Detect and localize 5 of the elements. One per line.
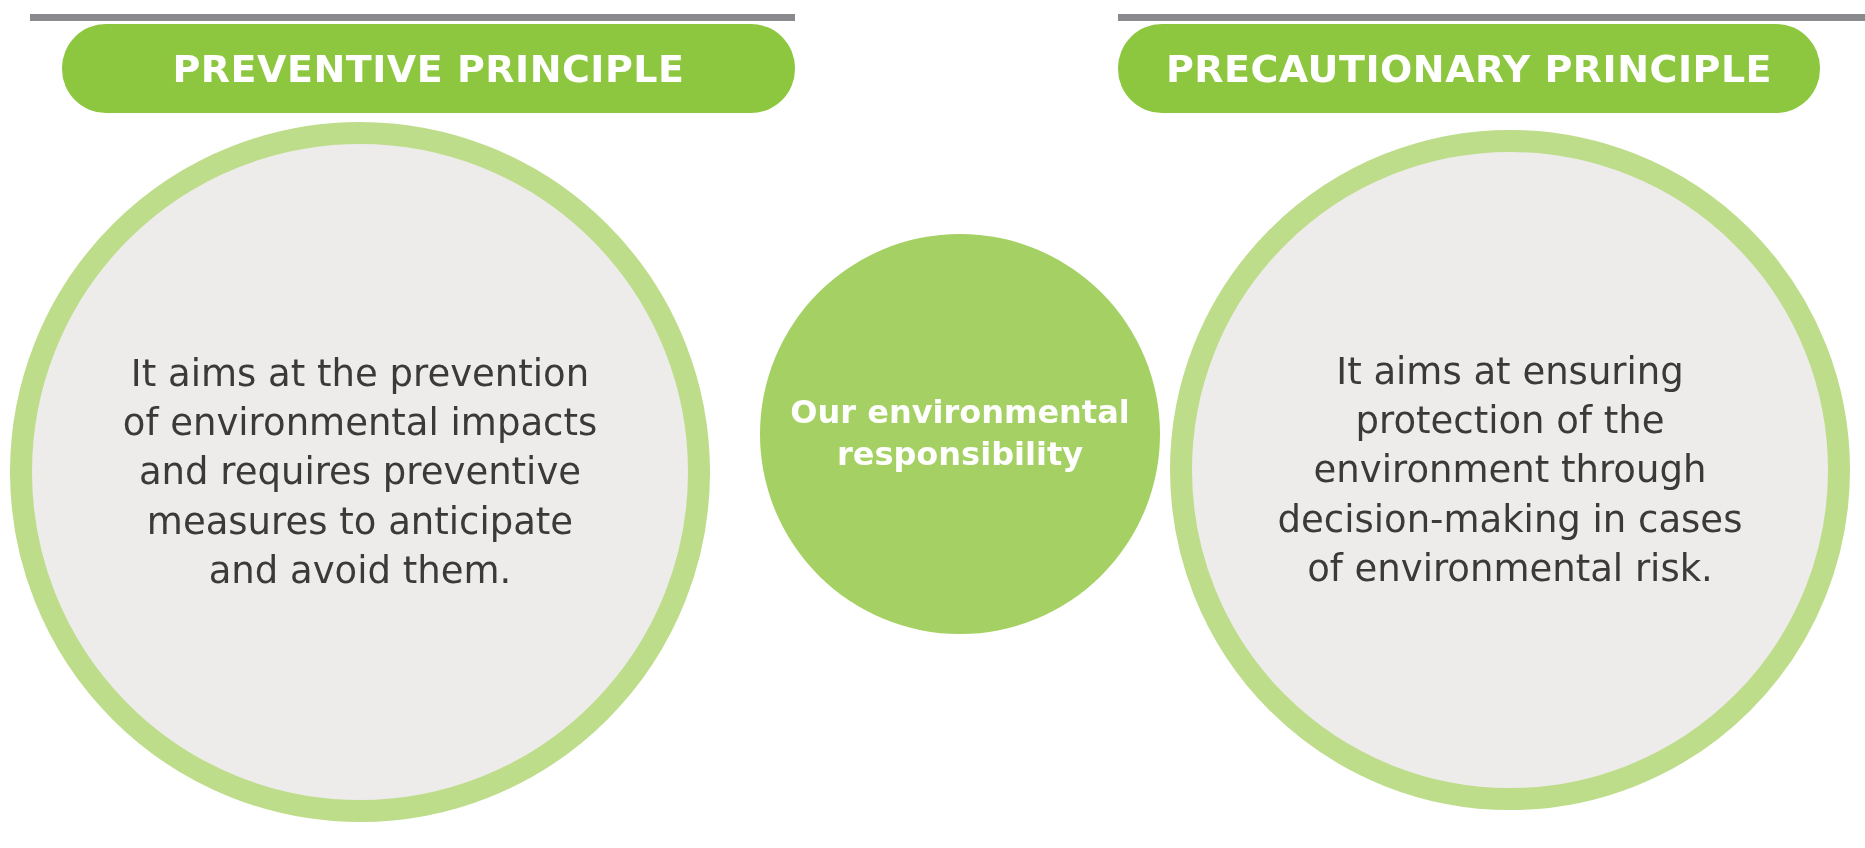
description-text: It aims at ensuring protection of the environment through decision-making in cases of environmental risk. — [1276, 349, 1744, 592]
description-text: It aims at the prevention of environmental impacts and requires preventive measures to anticipate and avoid them. — [121, 351, 599, 594]
heading-banner: PRECAUTIONARY PRINCIPLE — [1118, 24, 1820, 113]
heading-banner: PREVENTIVE PRINCIPLE — [62, 24, 795, 113]
center-text: Our environmental responsibility — [789, 392, 1131, 475]
